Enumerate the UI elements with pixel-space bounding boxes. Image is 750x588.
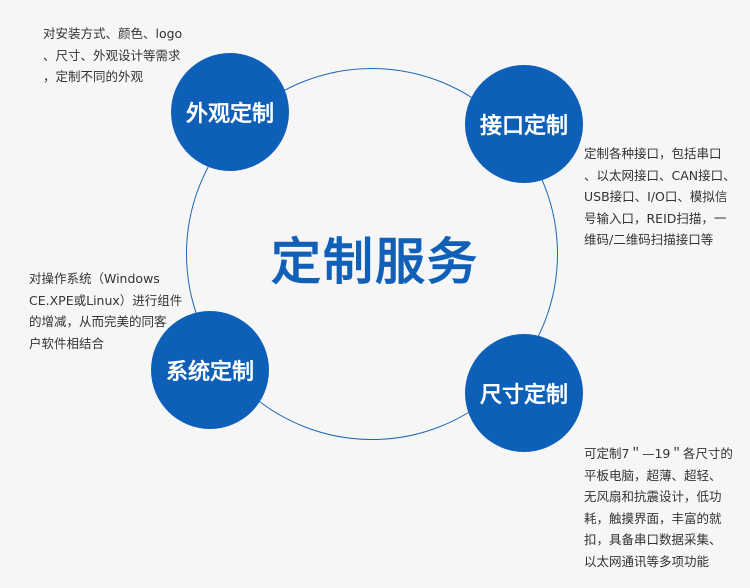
- interface-description: 定制各种接口，包括串口 、以太网接口、CAN接口、 USB接口、I/O口、模拟信…: [584, 146, 736, 247]
- diagram-title: 定制服务: [271, 233, 479, 291]
- node-system-customization: 系统定制: [151, 311, 269, 429]
- size-description: 可定制7＂—19＂各尺寸的 平板电脑，超薄、超轻、 无风扇和抗震设计，低功 耗，…: [584, 446, 733, 569]
- central-ring: [186, 68, 558, 440]
- system-description: 对操作系统（Windows CE.XPE或Linux）进行组件 的增减，从而完美…: [29, 271, 183, 351]
- node-interface-customization: 接口定制: [465, 65, 583, 183]
- node-size-customization: 尺寸定制: [465, 334, 583, 452]
- appearance-description: 对安装方式、颜色、logo 、尺寸、外观设计等需求 ，定制不同的外观: [43, 26, 183, 84]
- node-appearance-customization: 外观定制: [171, 53, 289, 171]
